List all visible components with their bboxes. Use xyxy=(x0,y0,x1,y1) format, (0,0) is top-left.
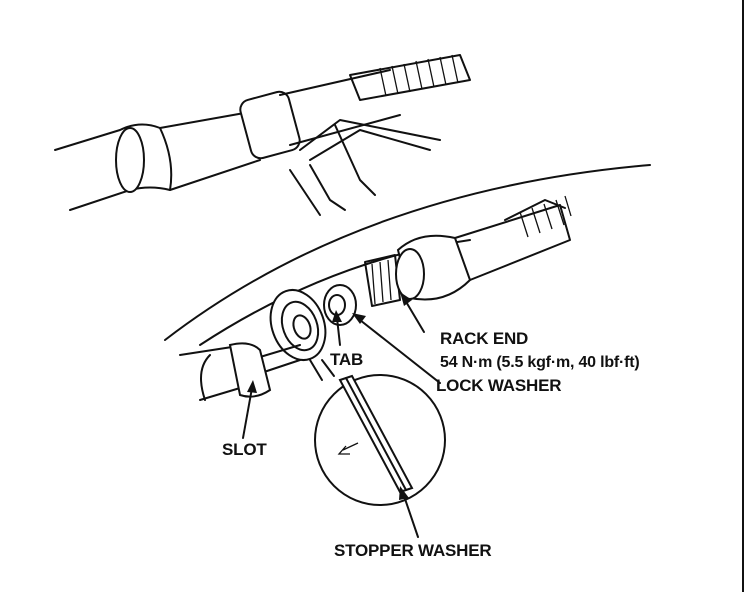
slot-label: SLOT xyxy=(222,440,267,459)
rack-end-part xyxy=(364,195,572,307)
stopper-washer-label: STOPPER WASHER xyxy=(334,541,492,560)
lock-washer-part xyxy=(323,284,357,326)
leader-arrows xyxy=(242,292,441,538)
lower-rack-tube xyxy=(179,342,301,401)
lock-washer-label: LOCK WASHER xyxy=(436,376,562,395)
section-curve xyxy=(164,164,651,341)
detail-circle xyxy=(309,359,446,506)
upper-assembly xyxy=(54,54,471,216)
tab-label: TAB xyxy=(330,350,364,369)
stopper-washer-part xyxy=(269,289,327,361)
rack-end-label: RACK END xyxy=(440,329,529,348)
torque-spec-label: 54 N·m (5.5 kgf·m, 40 lbf·ft) xyxy=(440,354,640,371)
